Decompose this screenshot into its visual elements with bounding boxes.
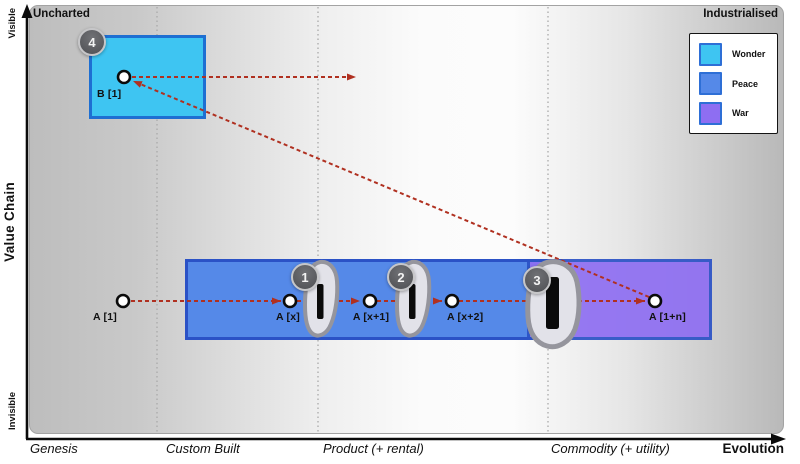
badge-2: 2	[387, 263, 415, 291]
legend-item-wonder: Wonder	[699, 42, 777, 66]
stage-label-commodity: Commodity (+ utility)	[551, 441, 670, 456]
stage-label-custom-built: Custom Built	[166, 441, 240, 456]
badge-3: 3	[523, 266, 551, 294]
legend-label-peace: Peace	[732, 78, 759, 89]
war-band	[527, 259, 712, 340]
node-label-a1n: A [1+n]	[649, 311, 686, 323]
wonder-box	[89, 35, 206, 119]
wonder-swatch	[699, 42, 722, 66]
uncharted-label: Uncharted	[33, 8, 90, 20]
x-axis-title: Evolution	[722, 441, 785, 456]
node-label-b1: B [1]	[97, 88, 122, 100]
node-label-ax: A [x]	[276, 311, 300, 323]
y-axis-title: Value Chain	[2, 182, 17, 262]
stage-label-genesis: Genesis	[30, 441, 78, 456]
industrialised-label: Industrialised	[703, 8, 778, 20]
badge-1: 1	[291, 263, 319, 291]
peace-swatch	[699, 72, 722, 95]
legend-label-war: War	[732, 108, 749, 118]
stage-label-product: Product (+ rental)	[323, 441, 424, 456]
peace-band	[185, 259, 562, 340]
badge-4: 4	[78, 28, 106, 56]
legend-label-wonder: Wonder	[732, 49, 766, 59]
legend-item-war: War	[699, 101, 777, 125]
legend-item-peace: Peace	[699, 72, 777, 95]
node-label-ax2: A [x+2]	[447, 311, 484, 323]
node-label-a1: A [1]	[93, 311, 117, 323]
y-axis-invisible-label: Invisible	[7, 392, 18, 431]
legend: Wonder Peace War	[689, 33, 778, 134]
war-swatch	[699, 101, 722, 125]
node-label-ax1: A [x+1]	[352, 311, 390, 323]
y-axis-visible-label: Visible	[7, 8, 18, 39]
